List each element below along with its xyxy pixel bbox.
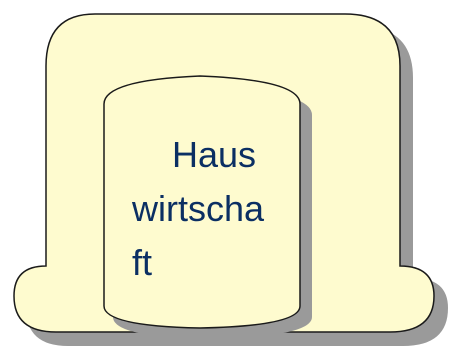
label-line-2: wirtscha <box>132 188 265 229</box>
label-line-3: ft <box>132 242 153 283</box>
label-line-1: Haus <box>172 134 257 175</box>
inner-cylinder-shape <box>103 75 301 329</box>
shape-label: Haus wirtscha ft <box>132 128 302 290</box>
